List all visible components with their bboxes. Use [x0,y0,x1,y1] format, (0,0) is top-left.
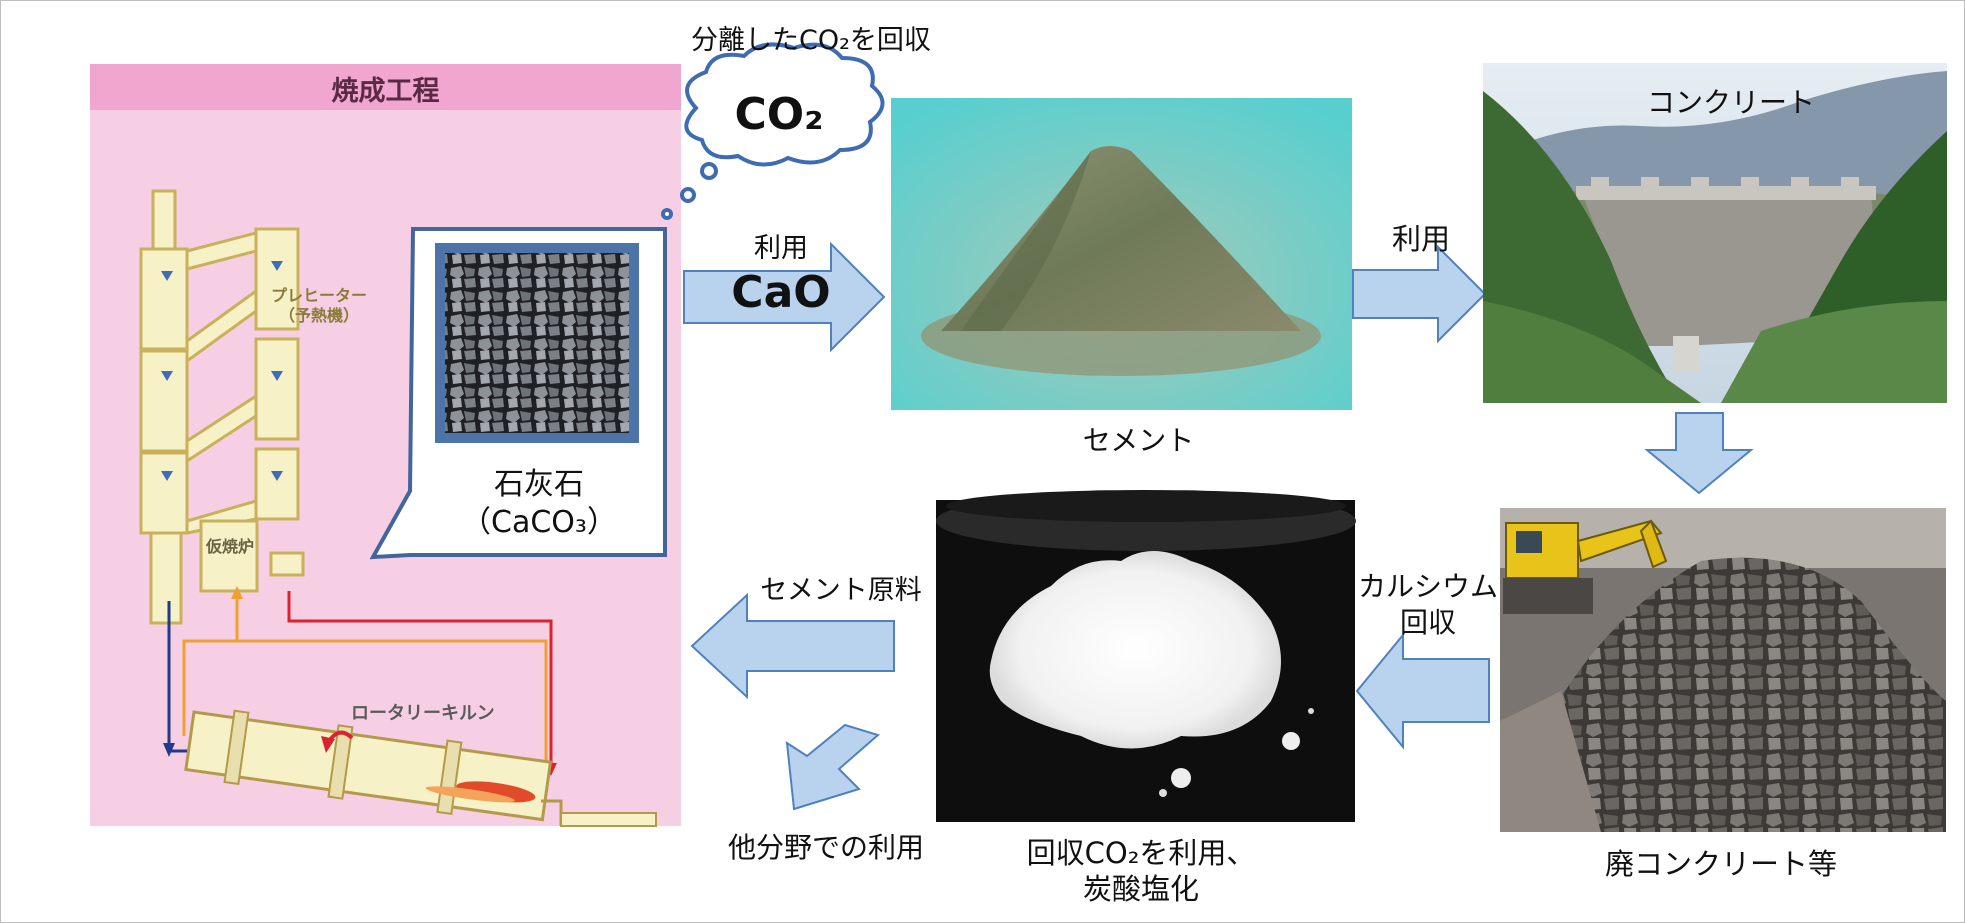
kiln-label: ロータリーキルン [351,703,495,724]
arrow-calcium [1355,632,1490,750]
limestone-name: 石灰石 [494,467,584,502]
waste-concrete-caption: 廃コンクリート等 [1604,847,1837,881]
preheater-label: プレヒーター （予熱機） [271,286,368,325]
other-fields-label: 他分野での利用 [727,831,924,864]
concrete-photo [1483,63,1947,403]
carbonate-caption: 回収CO₂を利用、 炭酸塩化 [1026,836,1256,906]
concrete-caption: コンクリート [1646,86,1815,119]
arrow-cao-main-label: CaO [731,267,831,318]
calcium-recovery-label: カルシウム 回収 [1357,570,1498,639]
arrow-cao-top-label: 利用 [754,233,808,264]
cement-photo [891,98,1352,410]
cement-caption: セメント [1082,424,1195,457]
co2-cloud [661,42,885,220]
cement-raw-label: セメント原料 [760,575,922,606]
arrow-cao [683,241,886,353]
arrows [683,241,1754,811]
arrow-cement-raw [690,592,895,700]
calciner-label: 仮焼炉 [206,537,255,556]
waste-concrete-photo [1500,508,1946,832]
arrow-down [1644,412,1754,495]
co2-caption: 分離したCO₂を回収 [691,25,931,56]
process-title: 焼成工程 [331,76,440,107]
arrow-concrete-label: 利用 [1391,222,1450,256]
arrow-to-concrete [1352,244,1487,344]
arrow-other-fields [785,723,881,811]
co2-cloud-text: CO₂ [734,89,824,140]
limestone-formula: （CaCO₃） [461,505,617,540]
limestone-callout [369,227,667,560]
carbonate-photo [936,490,1356,822]
